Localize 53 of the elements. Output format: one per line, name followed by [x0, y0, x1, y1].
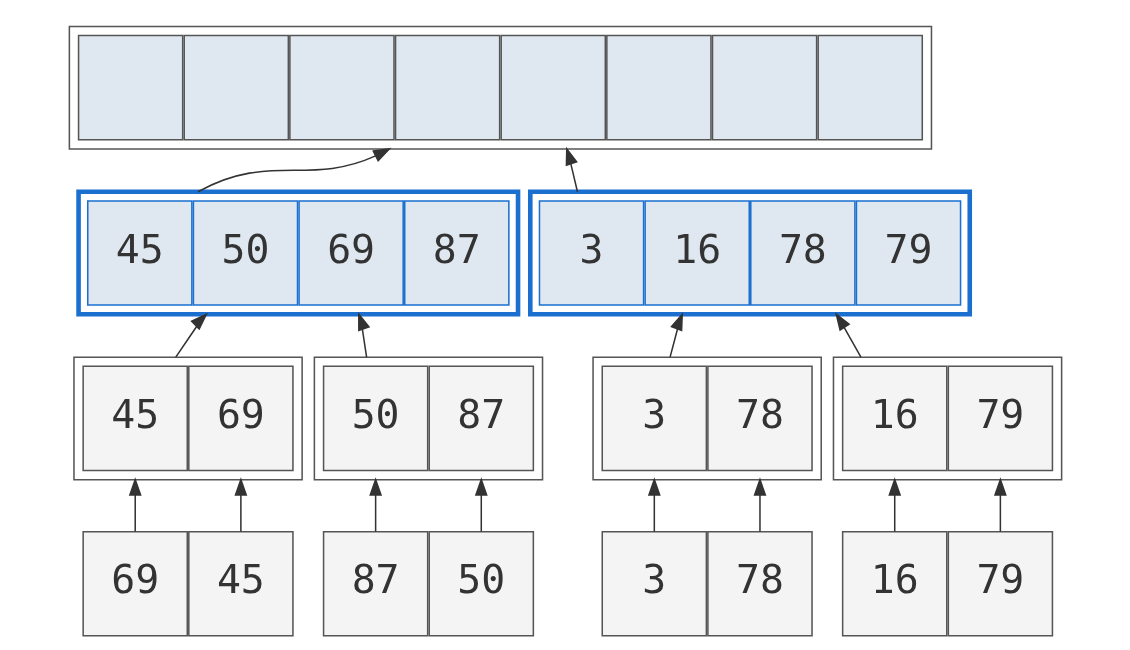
node-box: [605, 34, 712, 141]
node-box: 3: [601, 365, 707, 472]
node-box: 50: [192, 200, 298, 306]
node-box: 79: [947, 530, 1053, 637]
node-box: [499, 34, 606, 141]
arrow: [128, 477, 142, 533]
arrow: [474, 477, 488, 533]
node-box: 3: [601, 530, 707, 637]
node-box: 16: [841, 365, 948, 472]
node-box: 69: [187, 365, 294, 472]
node-box: [288, 34, 395, 141]
arrow: [647, 477, 661, 533]
cluster: [313, 356, 543, 481]
node-box: 78: [706, 365, 813, 472]
node-box: [394, 34, 500, 141]
node-box: 78: [706, 530, 813, 637]
cluster: [527, 189, 972, 317]
cluster: [832, 356, 1062, 481]
node-box: 45: [187, 530, 294, 637]
node-box: 69: [297, 200, 404, 306]
arrow: [993, 477, 1007, 533]
cluster: [75, 189, 520, 317]
arrow: [233, 477, 247, 533]
node-box: 79: [947, 365, 1053, 472]
node-box: [182, 34, 289, 141]
node-box: 45: [86, 200, 193, 306]
arrow: [368, 477, 382, 533]
arrow: [357, 312, 370, 358]
cluster: [72, 356, 303, 481]
node-box: 50: [322, 365, 428, 472]
node-box: 16: [643, 200, 750, 306]
node-box: 50: [427, 530, 534, 637]
cluster: [591, 356, 822, 481]
node-box: 78: [749, 200, 856, 306]
arrow: [196, 147, 391, 193]
node-box: 3: [538, 200, 644, 306]
node-box: 16: [841, 530, 948, 637]
arrow: [565, 146, 578, 193]
node-box: [711, 34, 817, 141]
node-box: [816, 34, 923, 141]
node-box: 79: [855, 200, 961, 306]
node-box: 87: [322, 530, 428, 637]
arrow: [887, 477, 901, 533]
node-box: [77, 34, 183, 141]
node-box: 45: [81, 365, 188, 472]
arrow: [174, 312, 208, 358]
cluster: [68, 25, 932, 150]
node-box: 69: [81, 530, 188, 637]
node-box: 87: [403, 200, 510, 306]
arrow: [834, 312, 862, 358]
arrow: [668, 312, 683, 358]
arrow: [753, 477, 766, 533]
node-box: 87: [427, 365, 534, 472]
